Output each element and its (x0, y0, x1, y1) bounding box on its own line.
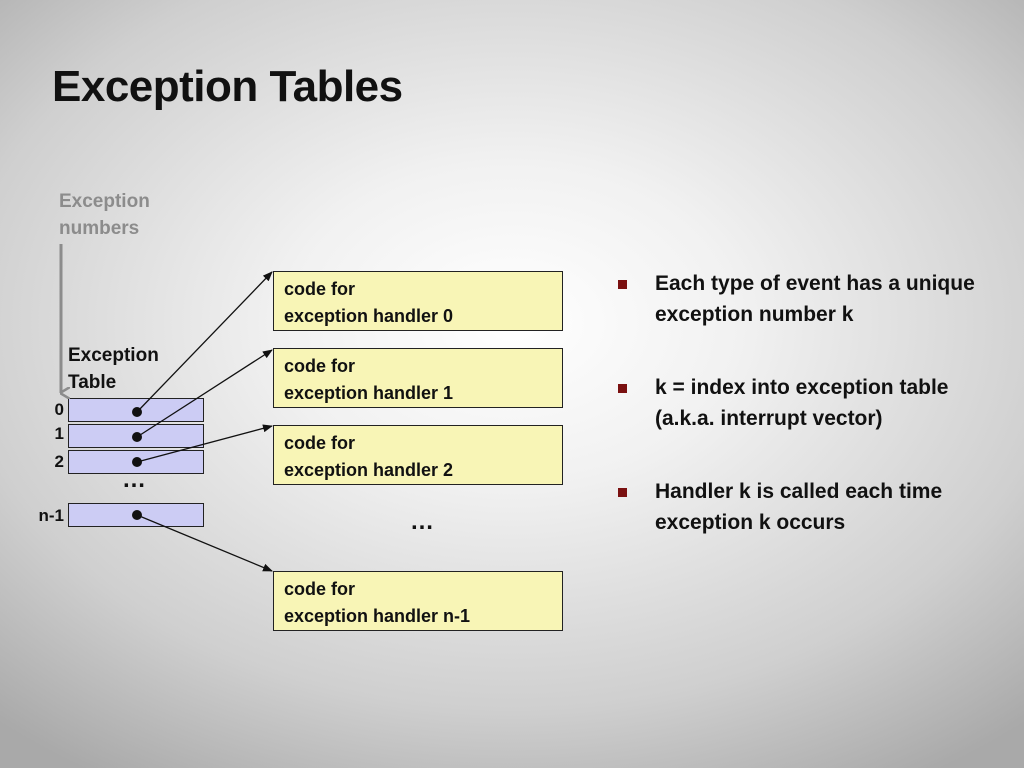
exception-numbers-line-2: numbers (59, 218, 140, 239)
bullet-text-0: Each type of event has a unique exceptio… (655, 272, 975, 326)
slide-title: Exception Tables (52, 62, 403, 111)
handler-box-1: code for exception handler 1 (273, 348, 563, 408)
bullet-text-2: Handler k is called each time exception … (655, 480, 943, 534)
row-label-2: 2 (54, 452, 64, 471)
row-label-0: 0 (54, 400, 64, 419)
handler-n-1-line-1: code for (284, 579, 356, 599)
bullet-item: Handler k is called each time exception … (614, 476, 1004, 538)
handler-2-line-2: exception handler 2 (284, 460, 454, 480)
bullet-list: Each type of event has a unique exceptio… (614, 268, 1004, 580)
table-ellipsis: … (122, 466, 146, 493)
exception-table-label: Exception Table (68, 342, 159, 396)
exception-table-line-2: Table (68, 372, 117, 393)
bullet-square-icon (618, 384, 627, 393)
exception-table-cell-2 (68, 450, 204, 474)
exception-numbers-label: Exception numbers (59, 188, 150, 242)
pointer-arrow-n-1 (136, 514, 273, 572)
handler-box-2: code for exception handler 2 (273, 425, 563, 485)
bullet-text-1: k = index into exception table (a.k.a. i… (655, 376, 949, 430)
handler-1-line-2: exception handler 1 (284, 383, 454, 403)
bullet-item: k = index into exception table (a.k.a. i… (614, 372, 1004, 434)
handler-0-line-1: code for (284, 279, 356, 299)
pointer-arrow-0 (136, 271, 273, 413)
bullet-item: Each type of event has a unique exceptio… (614, 268, 1004, 330)
exception-table-line-1: Exception (68, 345, 159, 366)
handler-2-line-1: code for (284, 433, 356, 453)
handler-0-line-2: exception handler 0 (284, 306, 454, 326)
handlers-ellipsis: … (410, 508, 434, 535)
handler-box-n-1: code for exception handler n-1 (273, 571, 563, 631)
pointer-arrow-1 (136, 349, 273, 438)
bullet-square-icon (618, 280, 627, 289)
row-label-1: 1 (54, 424, 64, 443)
handler-n-1-line-2: exception handler n-1 (284, 606, 471, 626)
handler-box-0: code for exception handler 0 (273, 271, 563, 331)
bullet-square-icon (618, 488, 627, 497)
exception-numbers-line-1: Exception (59, 191, 150, 212)
row-label-n-1: n-1 (38, 506, 65, 525)
pointer-arrow-2 (136, 424, 273, 463)
handler-1-line-1: code for (284, 356, 356, 376)
